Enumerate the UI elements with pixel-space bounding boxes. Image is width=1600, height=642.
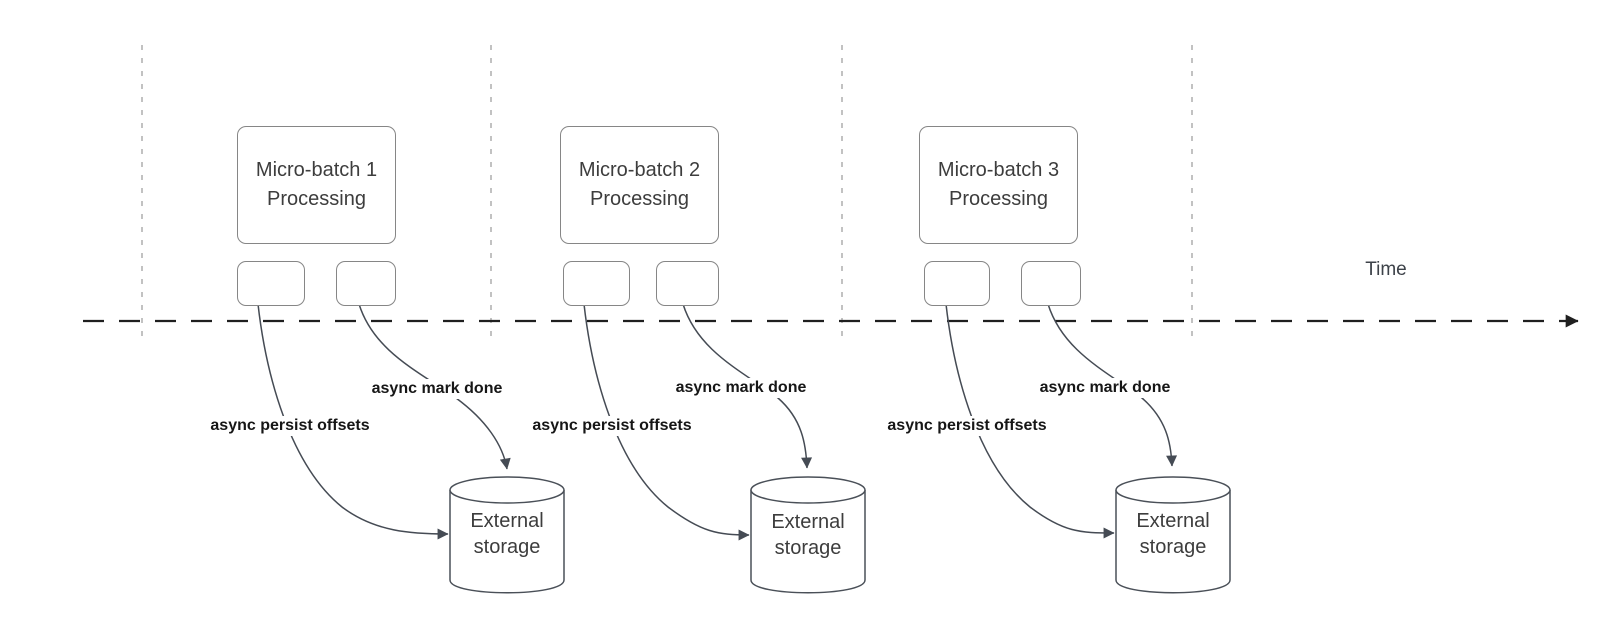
microbatch-1-label-line2: Processing xyxy=(267,188,366,210)
external-storage-cylinder-3 xyxy=(1115,476,1231,594)
done-task-box-1 xyxy=(336,261,396,306)
done-task-box-2 xyxy=(656,261,719,306)
microbatch-3-label-line2: Processing xyxy=(949,188,1048,210)
mark-done-label-1: async mark done xyxy=(367,379,507,399)
persist-task-box-3 xyxy=(924,261,990,306)
persist-offsets-label-1: async persist offsets xyxy=(206,416,374,436)
microbatch-2-label-line1: Micro-batch 2 xyxy=(578,159,701,181)
microbatch-1-label-line1: Micro-batch 1 xyxy=(255,159,378,181)
storage-label-3: External storage xyxy=(1136,510,1210,558)
persist-task-box-1 xyxy=(237,261,305,306)
microbatch-3-box: Micro-batch 3 Processing xyxy=(919,126,1078,244)
storage-label-1: External storage xyxy=(470,510,544,558)
microbatch-3-label-line1: Micro-batch 3 xyxy=(937,159,1060,181)
persist-task-box-2 xyxy=(563,261,630,306)
external-storage-cylinder-1 xyxy=(449,476,565,594)
mark-done-label-3: async mark done xyxy=(1035,378,1175,398)
persist-offsets-arrow-1 xyxy=(257,303,449,540)
persist-offsets-arrow-2 xyxy=(583,303,750,541)
storage-label-2: External storage xyxy=(771,511,845,559)
microbatch-1-box: Micro-batch 1 Processing xyxy=(237,126,396,244)
done-task-box-3 xyxy=(1021,261,1081,306)
persist-offsets-label-2: async persist offsets xyxy=(528,416,696,436)
external-storage-cylinder-2 xyxy=(750,476,866,594)
microbatch-2-label-line2: Processing xyxy=(590,188,689,210)
persist-offsets-arrow-3 xyxy=(945,303,1115,539)
persist-offsets-label-3: async persist offsets xyxy=(883,416,1051,436)
time-axis-label: Time xyxy=(1365,259,1407,280)
mark-done-label-2: async mark done xyxy=(671,378,811,398)
microbatch-2-box: Micro-batch 2 Processing xyxy=(560,126,719,244)
